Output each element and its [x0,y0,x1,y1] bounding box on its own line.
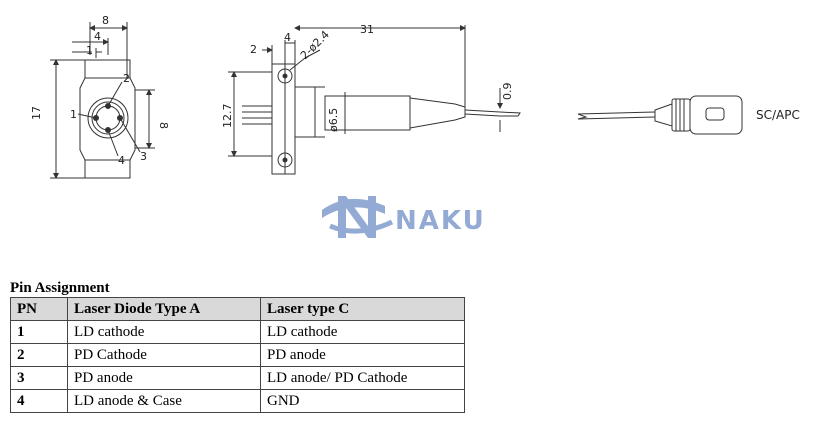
dim-fiber-dia: 0.9 [501,83,514,101]
connector-label: SC/APC [756,108,800,122]
dim-front-height: 17 [30,106,43,120]
pin-label-1: 1 [70,108,77,121]
pin-label-3: 3 [140,150,147,163]
front-view-labels: 8 4 1 17 8 2 1 3 4 [30,14,170,167]
table-row: 3 PD anode LD anode/ PD Cathode [10,366,465,390]
cell-type-a: LD cathode [67,320,261,344]
cell-pn: 2 [10,343,68,367]
pin-label-2: 2 [123,72,130,85]
table-row: 1 LD cathode LD cathode [10,320,465,344]
table-header-row: PN Laser Diode Type A Laser type C [10,297,465,321]
dim-front-pin-gap: 1 [86,44,93,57]
table-row: 2 PD Cathode PD anode [10,343,465,367]
cell-type-c: PD anode [260,343,465,367]
header-pn: PN [10,297,68,321]
dim-side-tab: 4 [284,31,291,44]
dim-body-dia: ø6.5 [327,108,340,132]
table-row: 4 LD anode & Case GND [10,389,465,413]
cell-type-c: GND [260,389,465,413]
front-view [50,22,155,179]
laser-module-drawing: 8 4 1 17 8 2 1 3 4 [30,14,800,238]
dim-front-width: 8 [102,14,109,27]
cell-type-a: LD anode & Case [67,389,261,413]
cell-type-a: PD Cathode [67,343,261,367]
cell-pn: 1 [10,320,68,344]
dim-side-flange: 2 [250,43,257,56]
header-type-c: Laser type C [260,297,465,321]
logo-text: NAKU [395,206,486,236]
side-view [228,25,743,175]
cell-pn: 4 [10,389,68,413]
dim-front-offset: 4 [94,30,101,43]
cell-pn: 3 [10,366,68,390]
header-type-a: Laser Diode Type A [67,297,261,321]
naku-logo: NAKU [322,196,486,238]
dim-side-height: 12.7 [221,104,234,129]
pin-assignment-table: PN Laser Diode Type A Laser type C 1 LD … [10,297,465,413]
pin-table-title: Pin Assignment [10,280,110,296]
dim-front-body: 8 [157,122,170,129]
dim-hole-callout: 2-ø2.4 [298,28,332,62]
cell-type-c: LD cathode [260,320,465,344]
dim-total-length: 31 [360,23,374,36]
cell-type-c: LD anode/ PD Cathode [260,366,465,390]
pin-label-4: 4 [118,154,125,167]
cell-type-a: PD anode [67,366,261,390]
